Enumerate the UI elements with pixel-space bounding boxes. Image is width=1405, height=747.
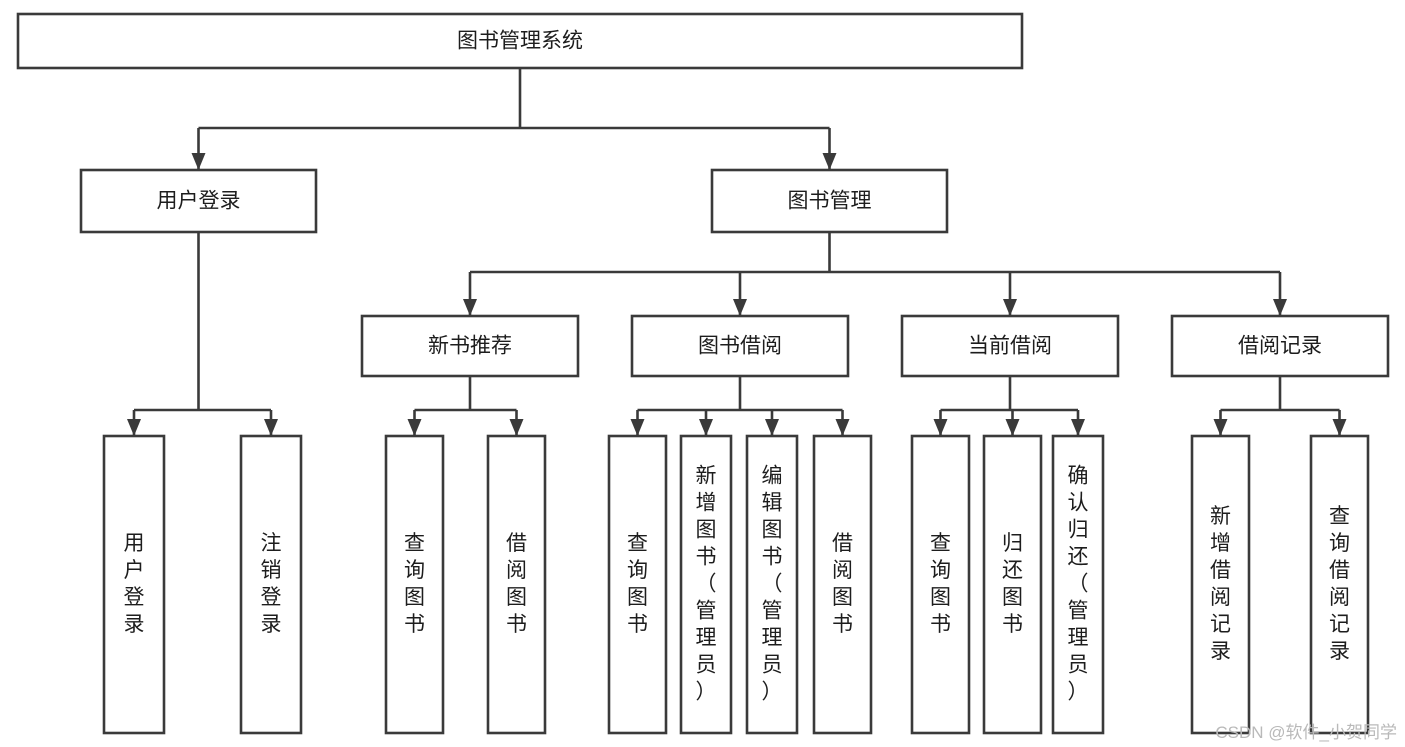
node-label-leaf-return-book: 归还图书 (1002, 532, 1023, 636)
node-box-leaf-logout (239, 434, 303, 735)
node-label-leaf-user-login: 用户登录 (124, 532, 145, 636)
node-label-current-borrow: 当前借阅 (968, 335, 1052, 358)
node-leaf-user-login[interactable]: 用户登录 (102, 434, 166, 735)
arrow-head-new-book-recommend (463, 299, 477, 316)
node-leaf-query-book-3[interactable]: 查询图书 (910, 434, 971, 735)
connector-layer (127, 68, 1347, 436)
node-box-root (16, 12, 1024, 70)
node-user-login[interactable]: 用户登录 (79, 168, 318, 234)
node-leaf-confirm-return[interactable]: 确认归还（管理员） (1051, 434, 1105, 735)
arrow-head-book-borrow (733, 299, 747, 316)
node-leaf-borrow-book-1[interactable]: 借阅图书 (486, 434, 547, 735)
node-leaf-query-book-1[interactable]: 查询图书 (384, 434, 445, 735)
node-box-borrow-record (1170, 314, 1390, 378)
watermark-label: CSDN @软件_小贺同学 (1215, 723, 1397, 742)
node-root[interactable]: 图书管理系统 (16, 12, 1024, 70)
node-label-leaf-logout: 注销登录 (261, 532, 282, 636)
node-box-leaf-confirm-return (1051, 434, 1105, 735)
node-box-leaf-add-book (679, 434, 733, 735)
arrow-head-leaf-borrow-book-1 (509, 419, 524, 436)
node-box-leaf-add-record (1190, 434, 1251, 735)
node-label-book-management: 图书管理 (788, 190, 872, 213)
node-leaf-borrow-book-2[interactable]: 借阅图书 (812, 434, 873, 735)
arrow-head-borrow-record (1273, 299, 1287, 316)
arrow-head-book-management (822, 153, 837, 170)
node-leaf-return-book[interactable]: 归还图书 (982, 434, 1043, 735)
node-box-current-borrow (900, 314, 1120, 378)
node-label-user-login: 用户登录 (157, 190, 241, 213)
node-leaf-query-record[interactable]: 查询借阅记录 (1309, 434, 1370, 735)
node-box-leaf-edit-book (745, 434, 799, 735)
arrow-head-current-borrow (1003, 299, 1017, 316)
node-label-leaf-query-record: 查询借阅记录 (1329, 505, 1350, 663)
arrow-head-leaf-add-book (699, 419, 713, 436)
arrow-head-leaf-query-book-3 (933, 419, 948, 436)
node-label-new-book-recommend: 新书推荐 (428, 335, 512, 358)
node-book-borrow[interactable]: 图书借阅 (630, 314, 850, 378)
node-book-management[interactable]: 图书管理 (710, 168, 949, 234)
node-label-leaf-add-book: 新增图书（管理员） (696, 465, 717, 704)
node-label-leaf-edit-book: 编辑图书（管理员） (762, 465, 783, 704)
node-leaf-edit-book[interactable]: 编辑图书（管理员） (745, 434, 799, 735)
node-box-leaf-user-login (102, 434, 166, 735)
node-box-leaf-query-book-2 (607, 434, 668, 735)
arrow-head-leaf-confirm-return (1071, 419, 1085, 436)
node-label-leaf-query-book-1: 查询图书 (404, 532, 425, 636)
arrow-head-leaf-user-login (127, 419, 141, 436)
arrow-head-leaf-query-book-2 (630, 419, 645, 436)
arrow-head-leaf-query-book-1 (407, 419, 422, 436)
node-box-leaf-return-book (982, 434, 1043, 735)
node-new-book-recommend[interactable]: 新书推荐 (360, 314, 580, 378)
node-box-leaf-query-record (1309, 434, 1370, 735)
node-label-leaf-query-book-3: 查询图书 (930, 532, 951, 636)
node-box-new-book-recommend (360, 314, 580, 378)
node-label-borrow-record: 借阅记录 (1238, 335, 1322, 358)
node-label-root: 图书管理系统 (457, 30, 583, 53)
node-borrow-record[interactable]: 借阅记录 (1170, 314, 1390, 378)
node-leaf-add-record[interactable]: 新增借阅记录 (1190, 434, 1251, 735)
node-label-leaf-add-record: 新增借阅记录 (1210, 505, 1231, 663)
node-leaf-logout[interactable]: 注销登录 (239, 434, 303, 735)
node-box-leaf-query-book-1 (384, 434, 445, 735)
node-label-leaf-confirm-return: 确认归还（管理员） (1068, 465, 1089, 704)
node-label-leaf-borrow-book-2: 借阅图书 (832, 532, 853, 636)
arrow-head-leaf-logout (264, 419, 278, 436)
node-box-book-management (710, 168, 949, 234)
node-leaf-query-book-2[interactable]: 查询图书 (607, 434, 668, 735)
arrow-head-leaf-add-record (1213, 419, 1228, 436)
arrow-head-leaf-return-book (1005, 419, 1020, 436)
node-box-leaf-borrow-book-1 (486, 434, 547, 735)
arrow-head-leaf-edit-book (765, 419, 779, 436)
arrow-head-leaf-query-record (1332, 419, 1347, 436)
node-leaf-add-book[interactable]: 新增图书（管理员） (679, 434, 733, 735)
node-label-leaf-borrow-book-1: 借阅图书 (506, 532, 527, 636)
node-label-leaf-query-book-2: 查询图书 (627, 532, 648, 636)
node-layer: 图书管理系统用户登录图书管理新书推荐图书借阅当前借阅借阅记录用户登录注销登录查询… (16, 12, 1390, 735)
node-current-borrow[interactable]: 当前借阅 (900, 314, 1120, 378)
node-box-user-login (79, 168, 318, 234)
node-box-leaf-query-book-3 (910, 434, 971, 735)
node-label-book-borrow: 图书借阅 (698, 335, 782, 358)
arrow-head-user-login (191, 153, 206, 170)
node-box-leaf-borrow-book-2 (812, 434, 873, 735)
node-box-book-borrow (630, 314, 850, 378)
arrow-head-leaf-borrow-book-2 (835, 419, 850, 436)
